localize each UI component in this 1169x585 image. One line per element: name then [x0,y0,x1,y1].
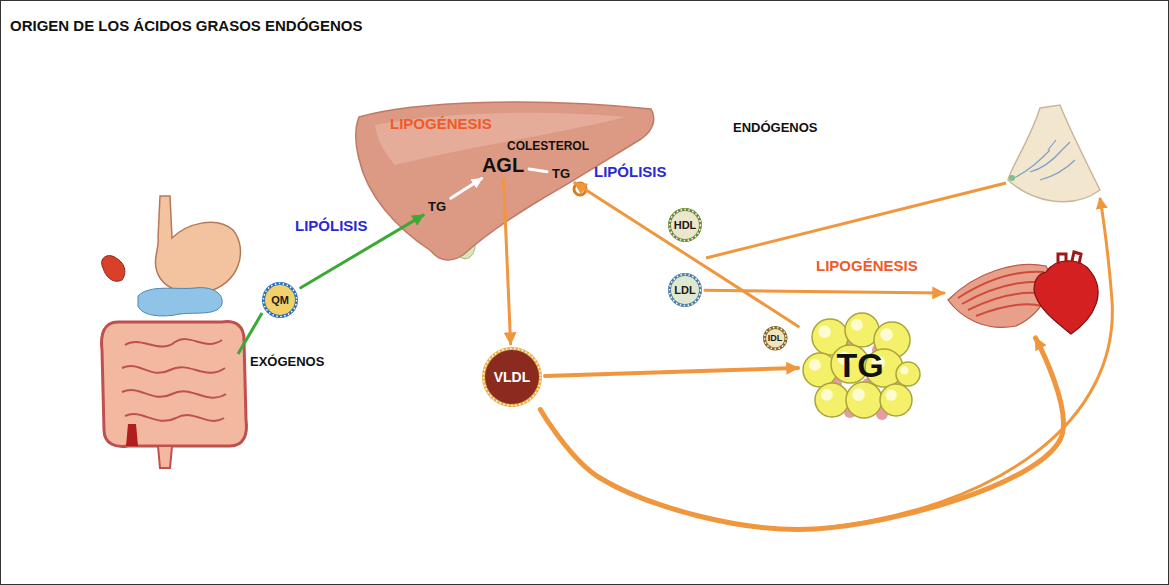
nipple [1009,175,1015,181]
muscle-fibres [958,272,1046,316]
adipocyte-shine [851,319,863,331]
title-wrap: ORIGEN DE LOS ÁCIDOS GRASOS ENDÓGENOS [10,17,363,35]
phospholipid-dots [484,349,541,406]
particle-core [671,211,699,239]
small-intestine [122,339,226,421]
adipocyte-shine [818,325,831,338]
muscle-body [948,264,1050,327]
triglyceride-node: TG [549,166,573,183]
node-text: HDL [674,219,697,232]
particle-core [485,350,539,404]
lipoprotein-to-gland-line [706,183,1006,258]
large-intestine [102,322,247,447]
label-wrap: ENDÓGENOS [733,118,818,136]
adipocyte [815,383,849,417]
node-text: VLDL [494,369,531,385]
adipocyte [896,362,920,386]
hdl-particle: HDL [667,207,703,243]
ldl-particle: LDL [667,272,703,308]
particle-rim [668,208,702,242]
node-text: QM [271,294,289,307]
node-text: TG [428,200,446,215]
gland-ducts [1014,140,1075,180]
phospholipid-dots [264,284,297,317]
process-label: LIPÓLISIS [295,217,368,234]
rectum [158,446,172,468]
particle-rim [763,326,788,351]
flow-arrow [575,183,799,327]
adipocyte [846,382,882,418]
adipocyte-shine [852,388,865,401]
adipocyte-shine [809,359,821,371]
label-wrap: EXÓGENOS [250,352,324,370]
diagram-title: ORIGEN DE LOS ÁCIDOS GRASOS ENDÓGENOS [10,17,363,34]
appendix [126,424,138,446]
node-text: AGL [482,154,524,177]
phospholipid-dots [670,210,701,241]
adipocyte-shine [900,366,908,374]
node-text: LIPOGÉNESIS [390,115,492,132]
process-label: COLESTEROL [507,140,589,154]
absorption-line [238,313,262,354]
adipocyte-shine [821,389,833,401]
adipocyte-shine [886,390,897,401]
label-wrap: LIPÓLISIS [295,217,368,235]
muscle-heart: LIPOGÉNESIS [946,252,1104,336]
adipocyte-shine [880,328,893,341]
label-wrap: LIPÓLISIS [594,163,667,181]
muscle-heart-shape [946,252,1104,336]
particle-core [766,329,785,348]
process-label: LIPÓLISIS [594,163,667,180]
particle-core [671,276,699,304]
adipocyte [880,384,912,416]
flow-arrow [545,368,798,376]
pancreas [138,288,222,316]
phospholipid-dots [764,327,786,349]
flow-arrow [540,338,1063,529]
triglyceride-node: TG [425,199,449,216]
label-wrap: COLESTEROL [507,136,589,154]
node-text: TG [836,346,883,385]
heart [1034,261,1098,334]
stomach [155,196,240,293]
free-fatty-acid-node: AGL [479,153,527,178]
mammary-gland [1008,105,1100,202]
node-text: TG [552,167,570,182]
particle-rim [668,273,702,307]
particle-rim [482,347,542,407]
liver-outline [356,102,654,260]
process-label: ENDÓGENOS [733,121,818,136]
node-text: LIPOGÉNESIS [816,257,918,274]
phospholipid-dots [670,275,701,306]
heart-vessels [1058,252,1081,264]
vldl-particle: VLDL [481,346,543,408]
idl-particle: IDL [762,325,789,352]
chylomicron-particle: QM [261,281,299,319]
node-text: IDL [768,333,783,343]
particle-core [265,285,295,315]
particle-rim [262,282,298,318]
flow-arrow [705,290,944,293]
process-label: EXÓGENOS [250,355,324,370]
node-text: LDL [674,284,695,297]
vldl-to-gland-curve [815,198,1112,529]
adipose-tissue: TG [800,312,920,420]
gallbladder [102,256,125,282]
